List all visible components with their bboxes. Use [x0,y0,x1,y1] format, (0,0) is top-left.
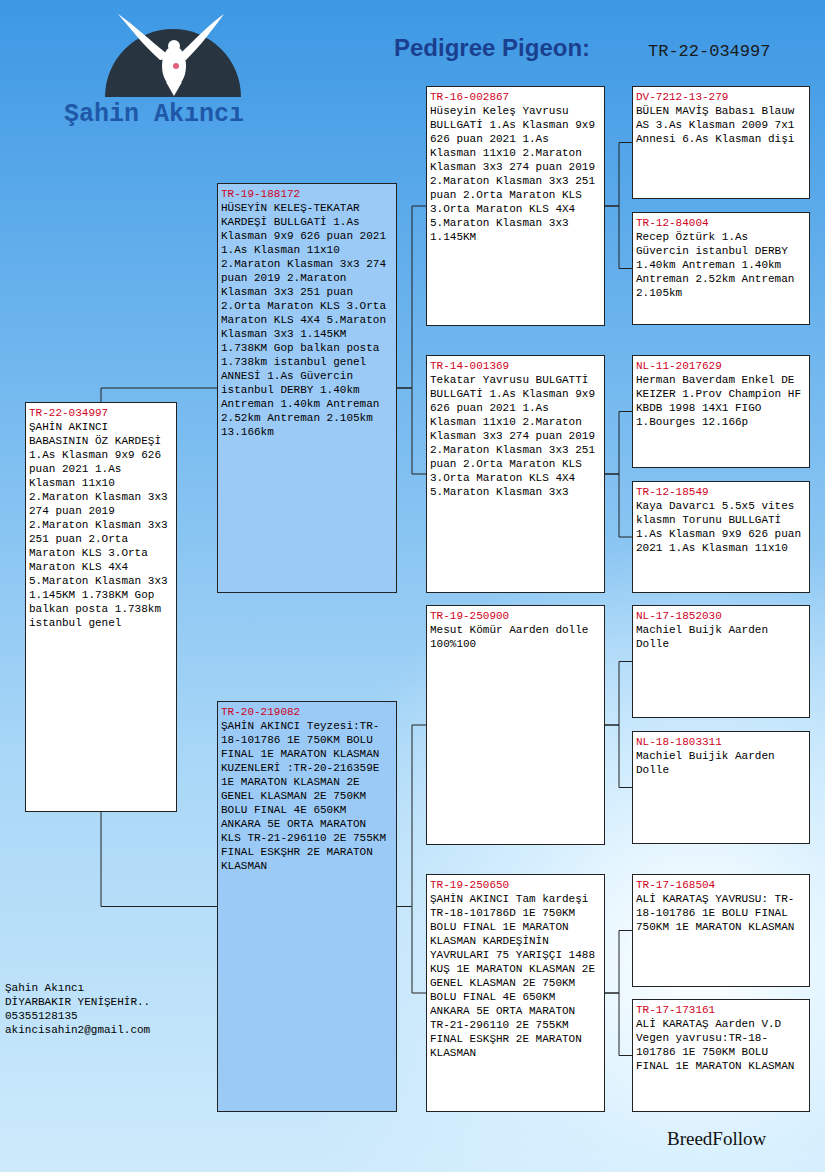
pedigree-connector [101,812,217,907]
ring-number: TR-19-188172 [221,187,392,201]
pigeon-info: Herman Baverdam Enkel DE KEIZER 1.Prov C… [636,373,805,429]
pedigree-connector [397,907,426,994]
ring-number: NL-17-1852030 [636,609,805,623]
pedigree-box: TR-20-219082ŞAHİN AKINCI Teyzesi:TR-18-1… [217,701,397,1112]
pedigree-box: DV-7212-13-279BÜLEN MAVİŞ Babası Blauw A… [632,86,810,199]
pedigree-box: NL-18-1803311Machiel Buijik Aarden Dolle [632,731,810,844]
pedigree-box: TR-22-034997ŞAHİN AKINCI BABASININ ÖZ KA… [25,402,177,812]
ring-number: TR-12-18549 [636,485,805,499]
pigeon-info: Kaya Davarcı 5.5x5 vites klasmn Torunu B… [636,499,805,555]
ring-number: DV-7212-13-279 [636,90,805,104]
pedigree-box: TR-14-001369Tekatar Yavrusu BULGATTİ BUL… [426,355,605,593]
pedigree-connector [397,388,426,474]
ring-number: TR-16-002867 [430,90,600,104]
pigeon-info: Mesut Kömür Aarden dolle 100%100 [430,623,600,651]
ring-number: NL-18-1803311 [636,735,805,749]
dove [118,14,224,96]
ring-number: TR-14-001369 [430,359,600,373]
ring-number: TR-17-168504 [636,878,805,892]
logo-semicircle [105,29,241,97]
contact-city: DİYARBAKIR YENİŞEHİR.. [5,996,150,1008]
pedigree-box: TR-19-250650ŞAHİN AKINCI Tam kardeşi TR-… [426,874,605,1112]
ring-number: TR-20-219082 [221,705,392,719]
pedigree-connector [605,662,632,726]
contact-name: Şahin Akıncı [5,982,84,994]
pedigree-connector [397,206,426,388]
page-title: Pedigree Pigeon: [394,34,590,62]
pigeon-info: Hüseyin Keleş Yavrusu BULLGATİ 1.As Klas… [430,104,600,244]
ring-number: TR-22-034997 [29,406,172,420]
ring-number: TR-19-250900 [430,609,600,623]
contact-phone: 05355128135 [5,1010,78,1022]
pedigree-box: TR-12-18549Kaya Davarcı 5.5x5 vites klas… [632,481,810,593]
pedigree-connector [605,931,632,994]
pedigree-connector [605,143,632,207]
ring-number: TR-19-250650 [430,878,600,892]
ring-number: TR-17-173161 [636,1003,805,1017]
pedigree-box: TR-17-168504ALİ KARATAŞ YAVRUSU: TR-18-1… [632,874,810,987]
pigeon-info: BÜLEN MAVİŞ Babası Blauw AS 3.As Klasman… [636,104,805,146]
dove-mark [173,63,179,69]
pedigree-connector [605,725,632,788]
pedigree-box: TR-17-173161ALİ KARATAŞ Aarden V.D Vegen… [632,999,810,1112]
pigeon-info: HÜSEYİN KELEŞ-TEKATAR KARDEŞİ BULLGATİ 1… [221,201,392,439]
pigeon-info: ŞAHİN AKINCI Teyzesi:TR-18-101786 1E 750… [221,719,392,873]
pigeon-info: ŞAHİN AKINCI Tam kardeşi TR-18-101786D 1… [430,892,600,1060]
pigeon-info: Machiel Buijk Aarden Dolle [636,623,805,651]
pedigree-box: TR-16-002867Hüseyin Keleş Yavrusu BULLGA… [426,86,605,326]
pigeon-info: ŞAHİN AKINCI BABASININ ÖZ KARDEŞİ 1.As K… [29,420,172,630]
watermark: BreedFollow [667,1128,766,1150]
pedigree-box: NL-17-1852030Machiel Buijk Aarden Dolle [632,605,810,718]
pigeon-info: Machiel Buijik Aarden Dolle [636,749,805,777]
logo-text: Şahin Akıncı [64,100,244,129]
pedigree-connector [605,474,632,537]
pedigree-box: TR-19-250900Mesut Kömür Aarden dolle 100… [426,605,605,845]
pedigree-connector [101,388,217,402]
pigeon-info: ALİ KARATAŞ Aarden V.D Vegen yavrusu:TR-… [636,1017,805,1073]
pedigree-box: TR-19-188172HÜSEYİN KELEŞ-TEKATAR KARDEŞ… [217,183,397,593]
ring-number: TR-12-84004 [636,216,805,230]
contact-email: akincisahin2@gmail.com [5,1024,150,1036]
pedigree-connector [605,993,632,1056]
pedigree-connector [605,206,632,269]
pigeon-info: Recep Öztürk 1.As Güvercin istanbul DERB… [636,230,805,300]
pigeon-info: ALİ KARATAŞ YAVRUSU: TR-18-101786 1E BOL… [636,892,805,934]
pedigree-box: NL-11-2017629Herman Baverdam Enkel DE KE… [632,355,810,468]
pedigree-connector [605,412,632,475]
ring-number: TR-22-034997 [648,42,770,61]
ring-number: NL-11-2017629 [636,359,805,373]
pigeon-info: Tekatar Yavrusu BULGATTİ BULLGATİ 1.As K… [430,373,600,499]
pedigree-connector [397,725,426,907]
pedigree-box: TR-12-84004Recep Öztürk 1.As Güvercin is… [632,212,810,325]
